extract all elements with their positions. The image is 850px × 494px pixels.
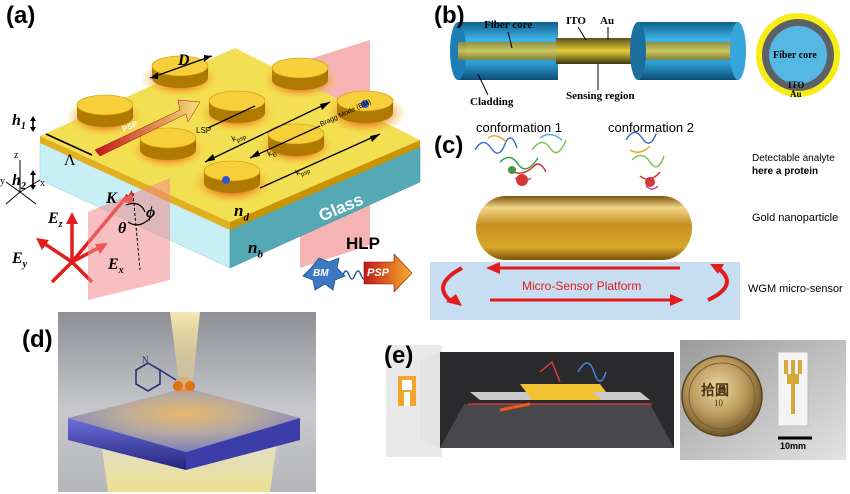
panel-a-label: (a) xyxy=(6,2,36,29)
scale-bar-label: 10mm xyxy=(780,441,807,451)
pyridine-n-label: N xyxy=(142,355,149,365)
k-vector-label: K xyxy=(106,190,117,207)
coin-number: 10 xyxy=(714,398,723,408)
ito-label: ITO xyxy=(566,15,586,27)
gold-edge xyxy=(40,136,230,230)
gold-edge-right xyxy=(230,140,420,230)
panel-c-label: (c) xyxy=(434,132,464,159)
psp-box-label: PSP xyxy=(367,267,390,279)
axis-x-label: x xyxy=(40,178,45,189)
wgm-platform xyxy=(430,262,740,320)
coin-text: 拾圓 xyxy=(701,384,729,399)
axis-z-label: z xyxy=(14,150,19,161)
panel-d-label: (d) xyxy=(22,326,53,353)
gold-top-surface xyxy=(40,48,420,222)
bragg-hotspot xyxy=(361,100,369,108)
prism-top xyxy=(68,388,300,452)
microelectrodes xyxy=(468,360,652,412)
fiber-core-label: Fiber core xyxy=(484,19,533,31)
lsp-label: LSP xyxy=(196,126,212,135)
h1-label: h1 xyxy=(12,112,26,133)
bragg-hotspot xyxy=(222,176,230,184)
hlp-diagram xyxy=(302,253,413,293)
fiber-core-left xyxy=(458,42,558,60)
panel-b-pointers xyxy=(477,26,609,96)
light-circulation-arrows xyxy=(441,262,729,306)
gold-nanorod xyxy=(476,196,692,260)
prism-right-face xyxy=(186,418,300,470)
xs-au-label: Au xyxy=(790,89,802,99)
nanoparticle-right xyxy=(185,381,195,391)
analyte-label-line1: Detectable analyte xyxy=(752,153,835,164)
xs-fiber-core xyxy=(769,26,827,84)
cladding-label: Cladding xyxy=(470,96,514,108)
d-dimension-line xyxy=(149,55,213,79)
period-label: Λ xyxy=(64,152,76,169)
hlp-label: HLP xyxy=(346,234,380,253)
protein-conformation-2 xyxy=(625,131,665,190)
ey-label: Ey xyxy=(12,250,28,271)
micro-sensor-platform-label: Micro-Sensor Platform xyxy=(522,279,642,293)
phi-label: ϕ xyxy=(146,204,156,221)
wgm-micro-sensor-label: WGM micro-sensor xyxy=(748,283,843,295)
protein-conformation-1 xyxy=(474,133,567,186)
h2-label: h2 xyxy=(12,172,26,193)
top-light-beam xyxy=(170,312,200,390)
ez-label: Ez xyxy=(48,210,63,231)
diameter-label: D xyxy=(178,52,190,69)
chip-schematic-icon xyxy=(398,376,416,406)
xs-ito-label: ITO xyxy=(788,80,805,90)
nb-label: nb xyxy=(248,238,263,261)
xs-fiber-core-label: Fiber core xyxy=(773,50,817,61)
gold-nanodisks xyxy=(76,55,394,193)
sensing-region xyxy=(556,38,640,64)
ex-label: Ex xyxy=(108,256,124,277)
conformation-2-label: conformation 2 xyxy=(608,120,694,135)
au-label: Au xyxy=(600,15,615,27)
theta-label: θ xyxy=(118,220,127,237)
prism-left-face xyxy=(68,418,186,470)
coordinate-axes xyxy=(5,160,41,205)
chip-photo-electrodes xyxy=(784,360,802,414)
coin xyxy=(681,355,763,437)
panel-e-label: (e) xyxy=(384,342,414,369)
conformation-1-label: conformation 1 xyxy=(476,120,562,135)
axis-y-label: y xyxy=(0,176,5,187)
pyridine-molecule xyxy=(135,362,177,392)
incidence-plane-front xyxy=(88,178,170,300)
analyte-label-line2: here a protein xyxy=(752,166,819,177)
sensing-region-label: Sensing region xyxy=(566,90,635,102)
wavevector-arrows xyxy=(204,101,381,189)
gold-nanoparticle-label: Gold nanoparticle xyxy=(752,212,839,224)
nanoparticle-left xyxy=(173,381,183,391)
psp-arrow xyxy=(94,99,201,157)
panel-b-label: (b) xyxy=(434,2,465,29)
nd-label: nd xyxy=(234,201,249,224)
bm-box-label: BM xyxy=(313,268,329,279)
